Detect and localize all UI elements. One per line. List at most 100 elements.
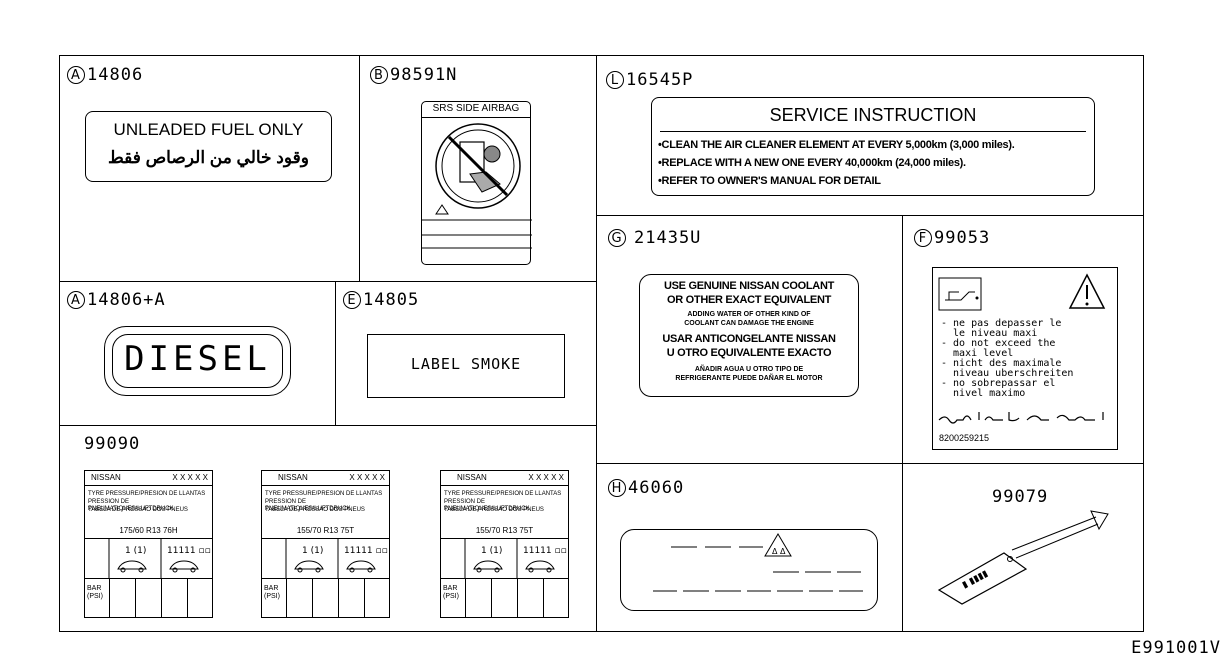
svg-text:11111 ▫▫: 11111 ▫▫ bbox=[167, 546, 211, 556]
unleaded-text: UNLEADED FUEL ONLY bbox=[113, 120, 304, 139]
diesel-inner-frame bbox=[112, 334, 283, 388]
service-line-2: •REPLACE WITH A NEW ONE EVERY 40,000km (… bbox=[658, 157, 966, 169]
tyre-line-3: TABELA DE PRESSAO DOS PNEUS bbox=[265, 507, 365, 513]
oil-line-7: - no sobrepassar el bbox=[941, 378, 1056, 389]
svg-text:1 (1): 1 (1) bbox=[125, 546, 146, 556]
tyre-label-3: NISSAN X X X X X TYRE PRESSURE/PRESION D… bbox=[440, 470, 569, 618]
tyre-line-1: TYRE PRESSURE/PRESION DE LLANTAS bbox=[88, 491, 206, 497]
callout-g-21435u: G 21435U bbox=[608, 228, 701, 248]
callout-b-98591n: B 98591N bbox=[370, 65, 457, 85]
tyre-rule bbox=[85, 538, 212, 539]
oil-line-5: - nicht des maximale bbox=[941, 358, 1062, 369]
tyre-size: 155/70 R13 75T bbox=[475, 526, 534, 535]
part-number: 14805 bbox=[363, 290, 420, 310]
callout-letter: A bbox=[67, 291, 85, 309]
service-title: SERVICE INSTRUCTION bbox=[769, 105, 977, 125]
coolant-label: USE GENUINE NISSAN COOLANT OR OTHER EXAC… bbox=[639, 274, 859, 397]
callout-a-14806a: A 14806+A bbox=[67, 290, 166, 310]
tyre-label-1: NISSAN X X X X X TYRE PRESSURE/PRESION D… bbox=[84, 470, 213, 618]
callout-99090: 99090 bbox=[84, 434, 140, 454]
car-load-icons: 1 (1) 11111 ▫▫ bbox=[108, 539, 211, 579]
tyre-rule bbox=[441, 485, 568, 486]
svg-text:11111 ▫▫: 11111 ▫▫ bbox=[523, 546, 567, 556]
tyre-marks: X X X X X bbox=[528, 473, 564, 482]
part-number: 99090 bbox=[84, 434, 141, 454]
tyre-label-2: NISSAN X X X X X TYRE PRESSURE/PRESION D… bbox=[261, 470, 390, 618]
callout-l-16545p: L 16545P bbox=[606, 70, 693, 90]
panel-99079 bbox=[902, 463, 1144, 632]
part-number: 14806 bbox=[87, 65, 144, 85]
svg-text:1 (1): 1 (1) bbox=[481, 546, 502, 556]
unit-bar: BAR bbox=[87, 585, 102, 592]
srs-airbag-label: SRS SIDE AIRBAG bbox=[421, 101, 532, 265]
figure-id: E991001V bbox=[1131, 638, 1221, 658]
coolant-line-2: OR OTHER EXACT EQUIVALENT bbox=[666, 294, 832, 306]
svg-text:Δ Δ: Δ Δ bbox=[772, 547, 786, 556]
part-number: 21435U bbox=[634, 228, 702, 248]
arabic-script-graphic bbox=[938, 412, 1104, 424]
unit-bar: BAR bbox=[443, 585, 458, 592]
callout-h-46060: H 46060 bbox=[608, 478, 684, 498]
callout-f-99053: F 99053 bbox=[914, 228, 990, 248]
unit-psi: (PSI) bbox=[87, 593, 103, 600]
coolant-small-1: ADDING WATER OF OTHER KIND OF bbox=[687, 311, 811, 318]
service-line-3: •REFER TO OWNER'S MANUAL FOR DETAIL bbox=[658, 175, 881, 187]
tyre-brand: NISSAN bbox=[457, 473, 487, 482]
label-smoke-box: LABEL SMOKE bbox=[367, 334, 565, 398]
car-load-icons: 1 (1) 11111 ▫▫ bbox=[285, 539, 388, 579]
part-number: 14806+A bbox=[87, 290, 166, 310]
oil-can-icon bbox=[938, 277, 982, 311]
unit-psi: (PSI) bbox=[264, 593, 280, 600]
tyre-line-1: TYRE PRESSURE/PRESION DE LLANTAS bbox=[265, 491, 383, 497]
tyre-rule bbox=[262, 485, 389, 486]
tyre-size: 155/70 R13 75T bbox=[296, 526, 355, 535]
tag-with-arrow-graphic: ▮ ▮▮▮▮ bbox=[937, 510, 1109, 605]
tyre-line-3: TABELA DE PRESSAO DOS PNEUS bbox=[444, 507, 544, 513]
tyre-line-2: PRESSION DE PNEUMATIQUES/LUFTDRUCK bbox=[444, 499, 530, 512]
coolant-line-3: USAR ANTICONGELANTE NISSAN bbox=[662, 333, 836, 345]
callout-letter: B bbox=[370, 66, 388, 84]
oil-line-1: - ne pas depasser le bbox=[941, 318, 1062, 329]
part-number: 99079 bbox=[992, 487, 1049, 507]
tyre-marks: X X X X X bbox=[349, 473, 385, 482]
warning-triangle-icon bbox=[1068, 273, 1106, 309]
unleaded-fuel-label: UNLEADED FUEL ONLY وقود خالي من الرصاص ف… bbox=[85, 111, 332, 182]
coolant-line-4: U OTRO EQUIVALENTE EXACTO bbox=[666, 347, 832, 359]
tyre-brand: NISSAN bbox=[91, 473, 121, 482]
callout-letter: G bbox=[608, 229, 626, 247]
svg-text:11111 ▫▫: 11111 ▫▫ bbox=[344, 546, 388, 556]
oil-label-code: 8200259215 bbox=[939, 433, 990, 443]
arabic-text: وقود خالي من الرصاص فقط bbox=[108, 148, 309, 167]
tyre-brand: NISSAN bbox=[278, 473, 308, 482]
tyre-line-2: PRESSION DE PNEUMATIQUES/LUFTDRUCK bbox=[265, 499, 351, 512]
oil-line-6: niveau uberschreiten bbox=[941, 368, 1074, 379]
tyre-size: 175/60 R13 76H bbox=[119, 526, 178, 535]
oil-line-8: nivel maximo bbox=[941, 388, 1026, 399]
coolant-small-3: AÑADIR AGUA U OTRO TIPO DE bbox=[694, 366, 804, 373]
coolant-line-1: USE GENUINE NISSAN COOLANT bbox=[663, 280, 835, 292]
oil-line-2: le niveau maxi bbox=[941, 328, 1038, 339]
svg-text:▮ ▮▮▮▮: ▮ ▮▮▮▮ bbox=[961, 569, 990, 591]
battery-warning-label: Δ Δ bbox=[620, 529, 878, 611]
tyre-grid: BAR (PSI) bbox=[85, 578, 212, 617]
car-load-icons: 1 (1) 11111 ▫▫ bbox=[464, 539, 567, 579]
part-number: 46060 bbox=[628, 478, 685, 498]
callout-letter: E bbox=[343, 291, 361, 309]
callout-letter: A bbox=[67, 66, 85, 84]
tyre-line-3: TABELA DE PRESSAO DOS PNEUS bbox=[88, 507, 188, 513]
unit-psi: (PSI) bbox=[443, 593, 459, 600]
tyre-line-2: PRESSION DE PNEUMATIQUES/LUFTDRUCK bbox=[88, 499, 174, 512]
callout-e-14805: E 14805 bbox=[343, 290, 419, 310]
warning-lines-graphic: Δ Δ bbox=[653, 533, 863, 592]
part-number: 16545P bbox=[626, 70, 694, 90]
oil-line-4: maxi level bbox=[941, 348, 1014, 359]
coolant-small-2: COOLANT CAN DAMAGE THE ENGINE bbox=[684, 320, 814, 327]
diesel-text: DIESEL bbox=[124, 339, 271, 379]
tyre-rule bbox=[441, 538, 568, 539]
tyre-rule bbox=[262, 538, 389, 539]
tyre-grid: BAR (PSI) bbox=[441, 578, 568, 617]
unit-bar: BAR bbox=[264, 585, 279, 592]
part-number: 98591N bbox=[390, 65, 458, 85]
title-rule bbox=[660, 131, 1086, 132]
service-instruction-label: SERVICE INSTRUCTION •CLEAN THE AIR CLEAN… bbox=[651, 97, 1095, 196]
